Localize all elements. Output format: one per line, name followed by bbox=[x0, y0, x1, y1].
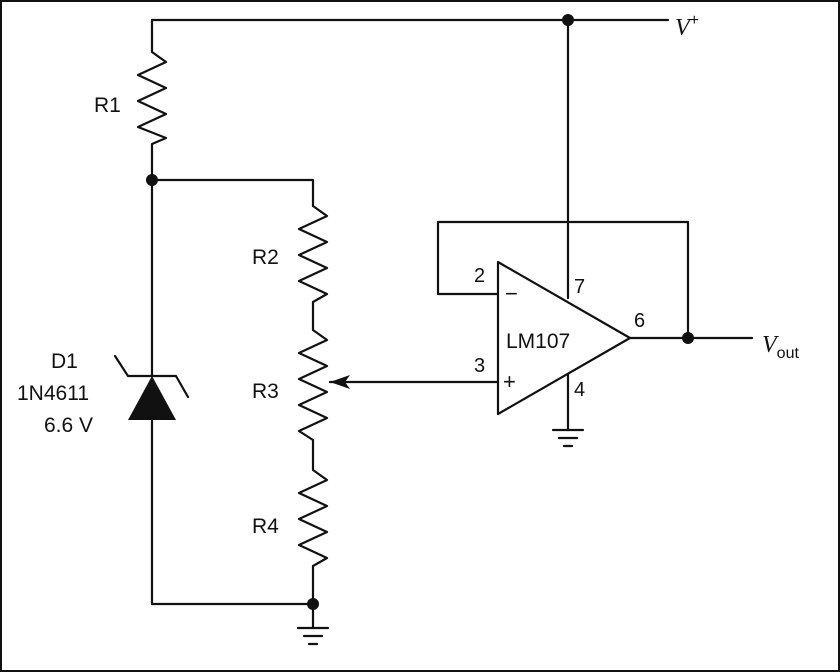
opamp-pin-ground: 4 bbox=[574, 379, 585, 401]
wire-node-r2 bbox=[150, 178, 315, 208]
resistor-r3-symbol bbox=[297, 308, 329, 464]
opamp-part-label: LM107 bbox=[506, 330, 570, 353]
opamp-symbol bbox=[496, 260, 632, 416]
opamp-pin-supply: 7 bbox=[574, 276, 585, 298]
resistor-r3-label: R3 bbox=[252, 380, 279, 403]
diode-part-label: 1N4611 bbox=[17, 382, 89, 405]
diode-voltage-label: 6.6 V bbox=[44, 414, 93, 437]
ground-icon bbox=[551, 428, 585, 448]
opamp-pin-noninverting: 3 bbox=[474, 355, 485, 377]
wire-diode-bottom bbox=[150, 418, 315, 606]
resistor-r2-label: R2 bbox=[252, 246, 279, 269]
diode-ref-label: D1 bbox=[51, 350, 78, 373]
junction-dot bbox=[682, 332, 694, 344]
wiper-arrow-icon bbox=[330, 375, 350, 389]
wires bbox=[150, 18, 754, 630]
vout-label: Vout bbox=[762, 332, 799, 362]
wire-feedback bbox=[436, 220, 690, 340]
opamp-noninverting-sign: + bbox=[503, 369, 516, 394]
resistor-r4-label: R4 bbox=[252, 515, 279, 538]
resistor-r1-label: R1 bbox=[94, 94, 121, 117]
resistor-r2-symbol bbox=[297, 204, 329, 312]
zener-diode-symbol bbox=[113, 354, 190, 420]
resistor-r1-symbol bbox=[136, 38, 168, 154]
vplus-label: V+ bbox=[675, 12, 699, 41]
junction-dot bbox=[146, 174, 158, 186]
junction-dot bbox=[307, 598, 319, 610]
wire-vplus-rail bbox=[150, 18, 670, 42]
junction-dot bbox=[562, 14, 574, 26]
opamp-inverting-sign: − bbox=[505, 281, 518, 306]
ground-icon bbox=[296, 626, 330, 646]
opamp-pin-inverting: 2 bbox=[474, 265, 485, 287]
resistor-r4-symbol bbox=[297, 460, 329, 576]
opamp-pin-output: 6 bbox=[634, 310, 645, 332]
